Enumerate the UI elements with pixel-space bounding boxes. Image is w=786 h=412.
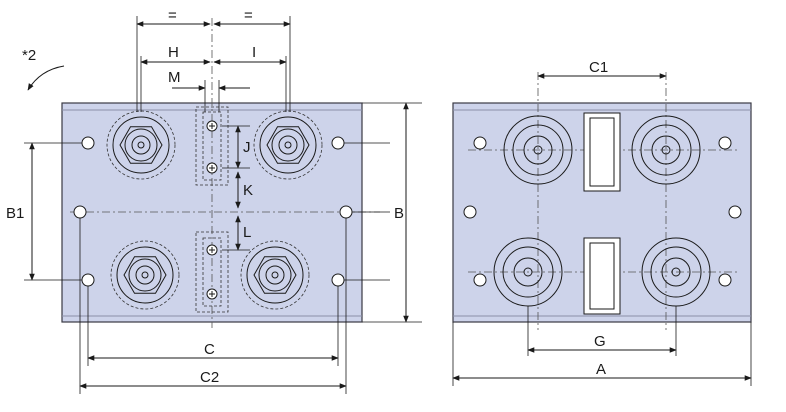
dim-G: G [594, 333, 606, 350]
dim-M: M [168, 69, 181, 86]
right-view: C1 G A [452, 59, 752, 386]
left-view: = = H I M J K L B1 B [6, 7, 422, 394]
dim-C: C [204, 341, 215, 358]
dim-eq-left: = [168, 7, 177, 24]
right-port-top-right [631, 115, 701, 185]
dim-K: K [243, 182, 253, 199]
left-slot-top [195, 106, 229, 186]
dim-B: B [394, 205, 404, 222]
dim-J: J [243, 139, 251, 156]
right-mounting-holes [463, 136, 742, 287]
dim-L: L [243, 224, 251, 241]
right-slot-bottom [583, 237, 621, 315]
left-port-bottom-left [110, 240, 180, 310]
left-port-top-right [253, 110, 323, 180]
dim-C1: C1 [589, 59, 608, 76]
left-slot-bottom [195, 231, 229, 313]
left-port-bottom-right [240, 240, 310, 310]
curved-arrow-icon [27, 65, 65, 91]
note-label: *2 [22, 47, 36, 64]
right-slot-top [583, 112, 621, 192]
right-port-top-left [503, 115, 573, 185]
dim-H: H [168, 44, 179, 61]
dim-B1: B1 [6, 205, 24, 222]
left-port-top-left [106, 110, 176, 180]
dim-A: A [596, 361, 606, 378]
left-mounting-holes [73, 136, 353, 287]
dim-C2: C2 [200, 369, 219, 386]
dim-eq-right: = [244, 7, 253, 24]
dim-I: I [252, 44, 256, 61]
